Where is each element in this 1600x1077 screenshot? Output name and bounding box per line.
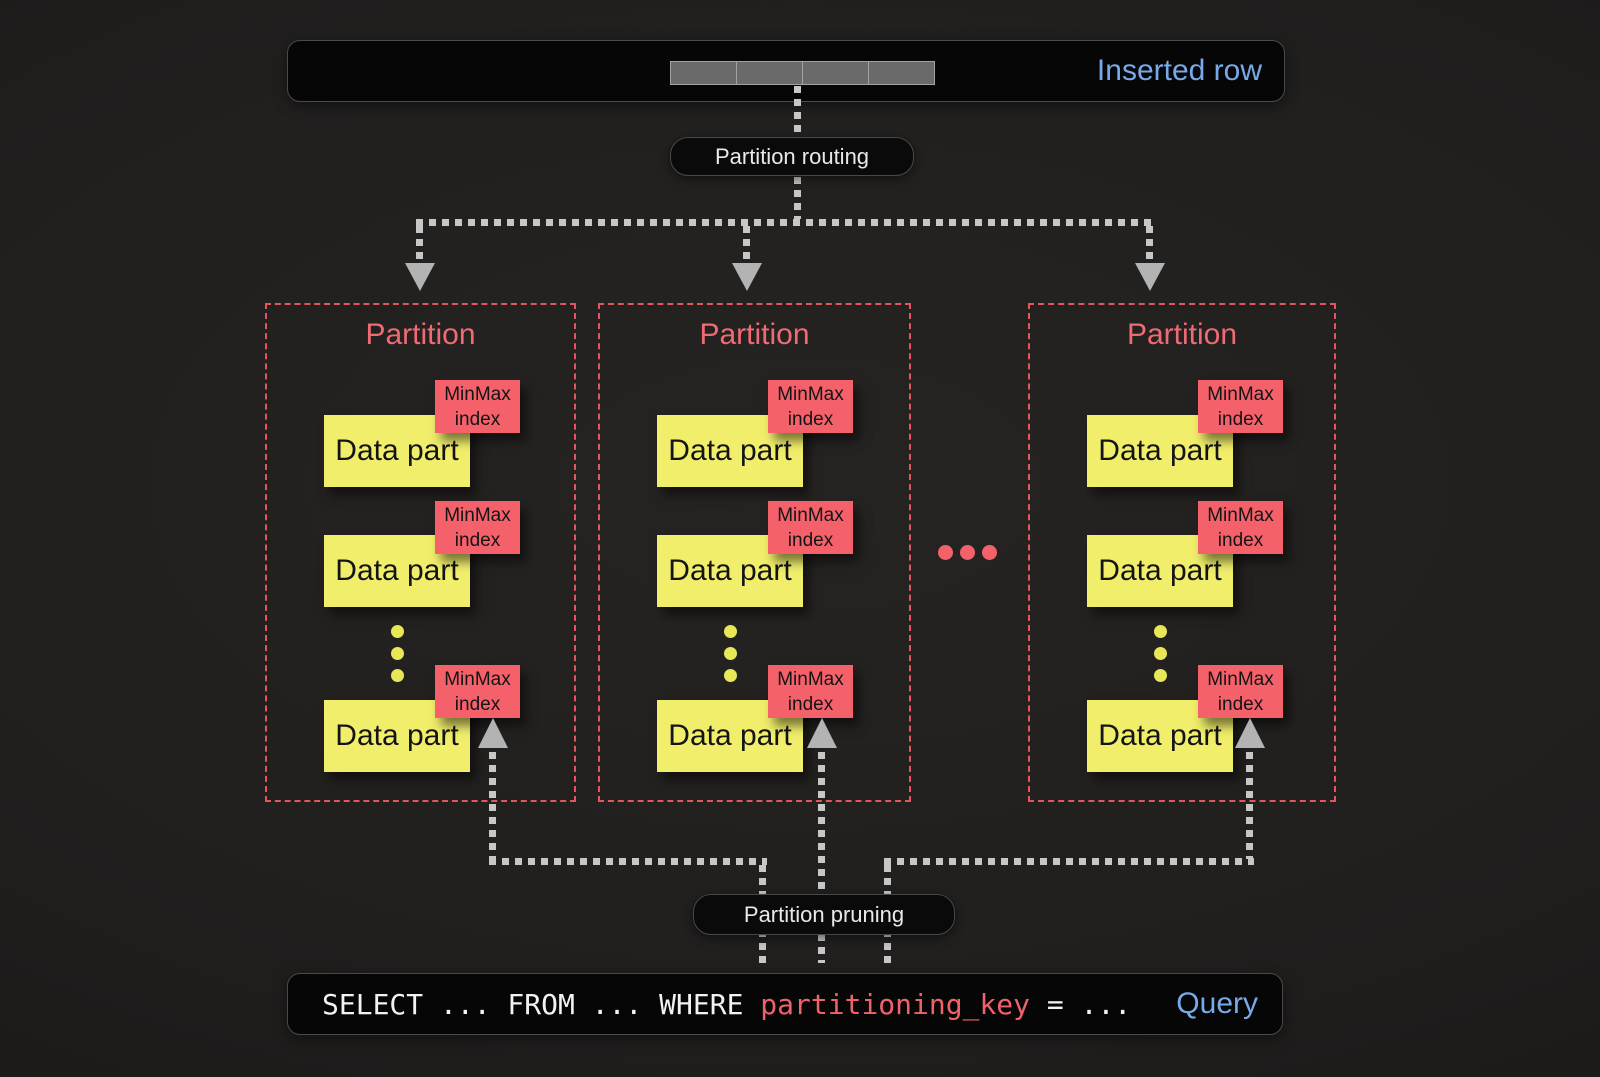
arrow-up-icon [807, 718, 837, 748]
minmax-index-tag: MinMax index [768, 501, 853, 554]
minmax-index-tag: MinMax index [1198, 665, 1283, 718]
more-partitions-dot [982, 545, 997, 560]
row-cells [670, 61, 935, 85]
data-part-box: Data part [324, 700, 470, 772]
partition-box-3: Partition MinMax index Data part MinMax … [1028, 303, 1336, 802]
row-cell [736, 61, 803, 85]
arrow-down-icon [732, 263, 762, 291]
minmax-index-tag: MinMax index [768, 380, 853, 433]
more-parts-dot [724, 625, 737, 638]
query-label: Query [1176, 987, 1258, 1020]
pruning-line-right [1246, 752, 1253, 859]
arrow-down-icon [405, 263, 435, 291]
sql-partitioning-key: partitioning_key [760, 987, 1031, 1021]
fanout-drop-middle [743, 226, 750, 263]
partition-title: Partition [1126, 318, 1238, 351]
row-cell [868, 61, 935, 85]
more-parts-dot [391, 669, 404, 682]
fanout-drop-right [1146, 226, 1153, 263]
more-parts-dot [724, 669, 737, 682]
sql-prefix: SELECT ... FROM ... WHERE [322, 987, 761, 1021]
partition-box-1: Partition MinMax index Data part MinMax … [265, 303, 576, 802]
minmax-index-tag: MinMax index [1198, 501, 1283, 554]
more-parts-dot [1154, 625, 1167, 638]
data-part-box: Data part [1087, 415, 1233, 487]
more-parts-dot [1154, 647, 1167, 660]
inserted-row-bar: Inserted row [287, 40, 1285, 102]
minmax-index-tag: MinMax index [435, 380, 520, 433]
row-cell [670, 61, 737, 85]
partition-pruning-text: Partition pruning [743, 901, 905, 927]
partition-box-2: Partition MinMax index Data part MinMax … [598, 303, 911, 802]
pruning-line-right-horizontal [884, 858, 1254, 865]
pruning-line-middle [818, 752, 825, 963]
partition-routing-label: Partition routing [670, 137, 914, 176]
minmax-index-tag: MinMax index [1198, 380, 1283, 433]
more-parts-dot [724, 647, 737, 660]
more-parts-dot [391, 647, 404, 660]
partition-title: Partition [699, 318, 810, 351]
query-bar: SELECT ... FROM ... WHERE partitioning_k… [287, 973, 1283, 1035]
pruning-line-left [489, 752, 496, 859]
arrow-up-icon [478, 718, 508, 748]
more-partitions-dot [960, 545, 975, 560]
partition-routing-text: Partition routing [714, 143, 870, 169]
more-partitions-dot [938, 545, 953, 560]
partition-title: Partition [365, 318, 476, 351]
arrow-up-icon [1235, 718, 1265, 748]
pruning-line-left-horizontal [489, 858, 767, 865]
minmax-index-tag: MinMax index [435, 665, 520, 718]
partition-pruning-label: Partition pruning [693, 894, 955, 935]
arrow-down-icon [1135, 263, 1165, 291]
more-parts-dot [1154, 669, 1167, 682]
fanout-drop-left [416, 226, 423, 263]
row-cell [802, 61, 869, 85]
sql-suffix: = ... [1030, 987, 1132, 1021]
more-parts-dot [391, 625, 404, 638]
fanout-dotted-line [416, 219, 1154, 226]
minmax-index-tag: MinMax index [768, 665, 853, 718]
inserted-row-label: Inserted row [1096, 54, 1262, 87]
minmax-index-tag: MinMax index [435, 501, 520, 554]
sql-query-text: SELECT ... FROM ... WHERE partitioning_k… [322, 988, 1131, 1021]
